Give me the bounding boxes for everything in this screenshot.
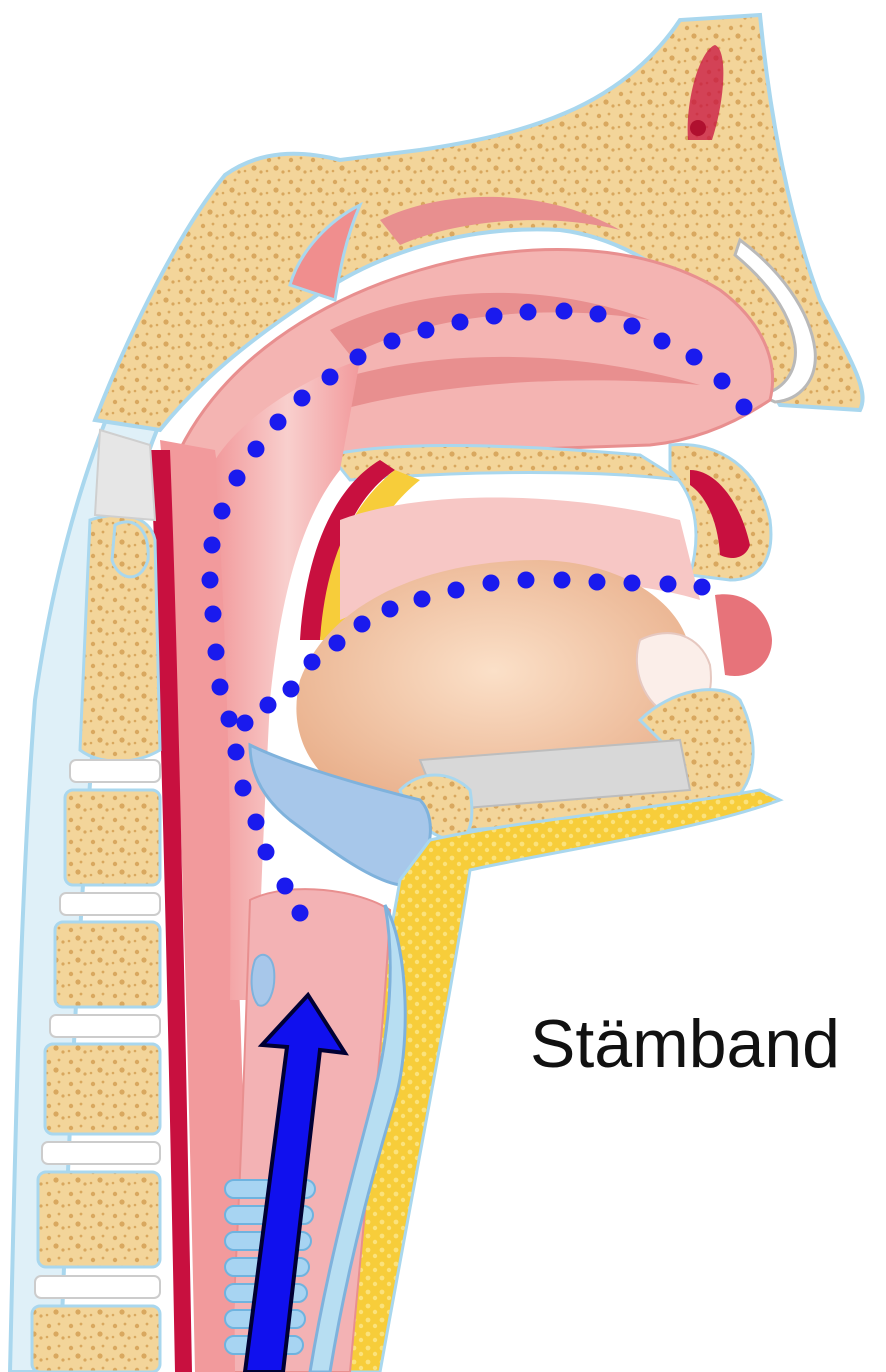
airflow-dot [483, 575, 500, 592]
airflow-dot [208, 644, 225, 661]
airflow-dot [452, 314, 469, 331]
airflow-dot [624, 575, 641, 592]
airflow-dot [554, 572, 571, 589]
airflow-dot [221, 711, 238, 728]
airflow-dot [248, 441, 265, 458]
airflow-dot [235, 780, 252, 797]
airflow-dot [418, 322, 435, 339]
lower-lip [715, 594, 772, 676]
airflow-dot [350, 349, 367, 366]
airflow-dot [329, 635, 346, 652]
airflow-dot [520, 304, 537, 321]
airflow-dot [518, 572, 535, 589]
airflow-dot [202, 572, 219, 589]
airflow-dot [714, 373, 731, 390]
airflow-dot [205, 606, 222, 623]
airflow-dot [258, 844, 275, 861]
airflow-dot [384, 333, 401, 350]
vocal-fold [252, 955, 275, 1006]
airflow-dot [556, 303, 573, 320]
ligament [95, 430, 155, 520]
airflow-dot [237, 715, 254, 732]
airflow-dot [589, 574, 606, 591]
airflow-dot [654, 333, 671, 350]
airflow-dot [694, 579, 711, 596]
airflow-dot [590, 306, 607, 323]
airflow-dot [292, 905, 309, 922]
airflow-dot [204, 537, 221, 554]
airflow-dot [686, 349, 703, 366]
airflow-dot [486, 308, 503, 325]
airflow-dot [354, 616, 371, 633]
airflow-dot [228, 744, 245, 761]
airflow-dot [304, 654, 321, 671]
airflow-dot [660, 576, 677, 593]
vocal-cord-label: Stämband [530, 1005, 840, 1083]
airflow-dot [277, 878, 294, 895]
airflow-dot [214, 503, 231, 520]
airflow-dot [294, 390, 311, 407]
airflow-dot [260, 697, 277, 714]
airflow-dot [270, 414, 287, 431]
airflow-dot [283, 681, 300, 698]
airflow-dot [414, 591, 431, 608]
airflow-dot [322, 369, 339, 386]
airflow-dot [736, 399, 753, 416]
airflow-dot [382, 601, 399, 618]
airflow-dot [229, 470, 246, 487]
airflow-dot [248, 814, 265, 831]
airflow-dot [448, 582, 465, 599]
airflow-dot [624, 318, 641, 335]
airflow-dot [212, 679, 229, 696]
